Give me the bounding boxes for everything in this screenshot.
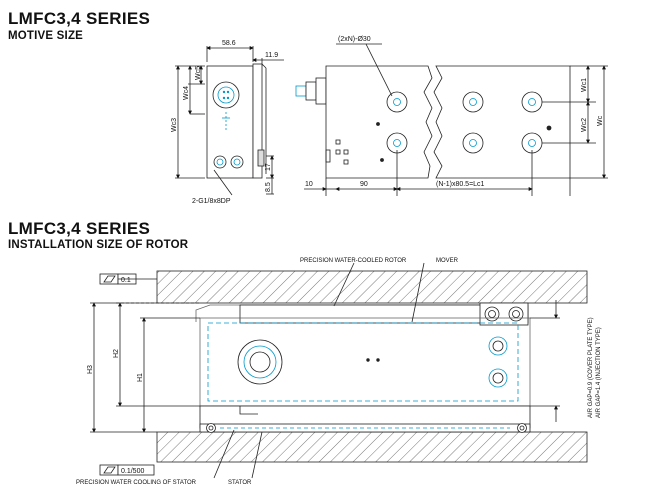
mover-label: MOVER <box>436 258 459 264</box>
air-gap-injection: AIR GAP=1.4 (INJECTION TYPE) <box>596 327 602 418</box>
flatness-top: 0.1 <box>121 277 131 284</box>
dim-wc2: Wc2 <box>581 118 588 132</box>
top-series-title: LMFC3,4 SERIES <box>8 9 151 28</box>
dim-90: 90 <box>360 181 368 188</box>
dim-wc: Wc <box>597 115 604 126</box>
plan-view <box>295 43 608 196</box>
dim-wc4: Wc4 <box>183 86 190 100</box>
hole-note: 2-G1/8x8DP <box>192 198 231 205</box>
air-gap-cover: AIR GAP=0.9 (COVER PLATE TYPE) <box>588 317 594 418</box>
dim-wc5: Wc5 <box>195 66 202 80</box>
dim-11-9: 11.9 <box>265 52 278 59</box>
dim-8-5: 8.5 <box>265 182 272 192</box>
side-view <box>175 46 284 196</box>
stator-label: STATOR <box>228 480 252 486</box>
stator-cooling-label: PRECISION WATER COOLING OF STATOR <box>76 480 197 486</box>
dim-h3: H3 <box>87 365 94 374</box>
top-subtitle: MOTIVE SIZE <box>8 30 84 42</box>
bottom-subtitle: INSTALLATION SIZE OF ROTOR <box>8 239 189 251</box>
bottom-series-title: LMFC3,4 SERIES <box>8 219 151 238</box>
dim-wc1: Wc1 <box>581 78 588 92</box>
holes-note: (2xN)-Ø30 <box>338 36 371 43</box>
dim-h1: H1 <box>137 373 144 382</box>
dim-58-6: 58.6 <box>222 40 236 47</box>
installation-view <box>90 262 588 479</box>
dim-h2: H2 <box>113 349 120 358</box>
dim-17: 17 <box>265 163 272 171</box>
flatness-bottom: 0.1/500 <box>121 468 144 475</box>
dim-10: 10 <box>305 181 313 188</box>
dim-wc3: Wc3 <box>171 118 178 132</box>
rotor-label: PRECISION WATER-COOLED ROTOR <box>300 258 407 264</box>
dim-pitch: (N-1)x80.5=Lc1 <box>436 181 485 188</box>
